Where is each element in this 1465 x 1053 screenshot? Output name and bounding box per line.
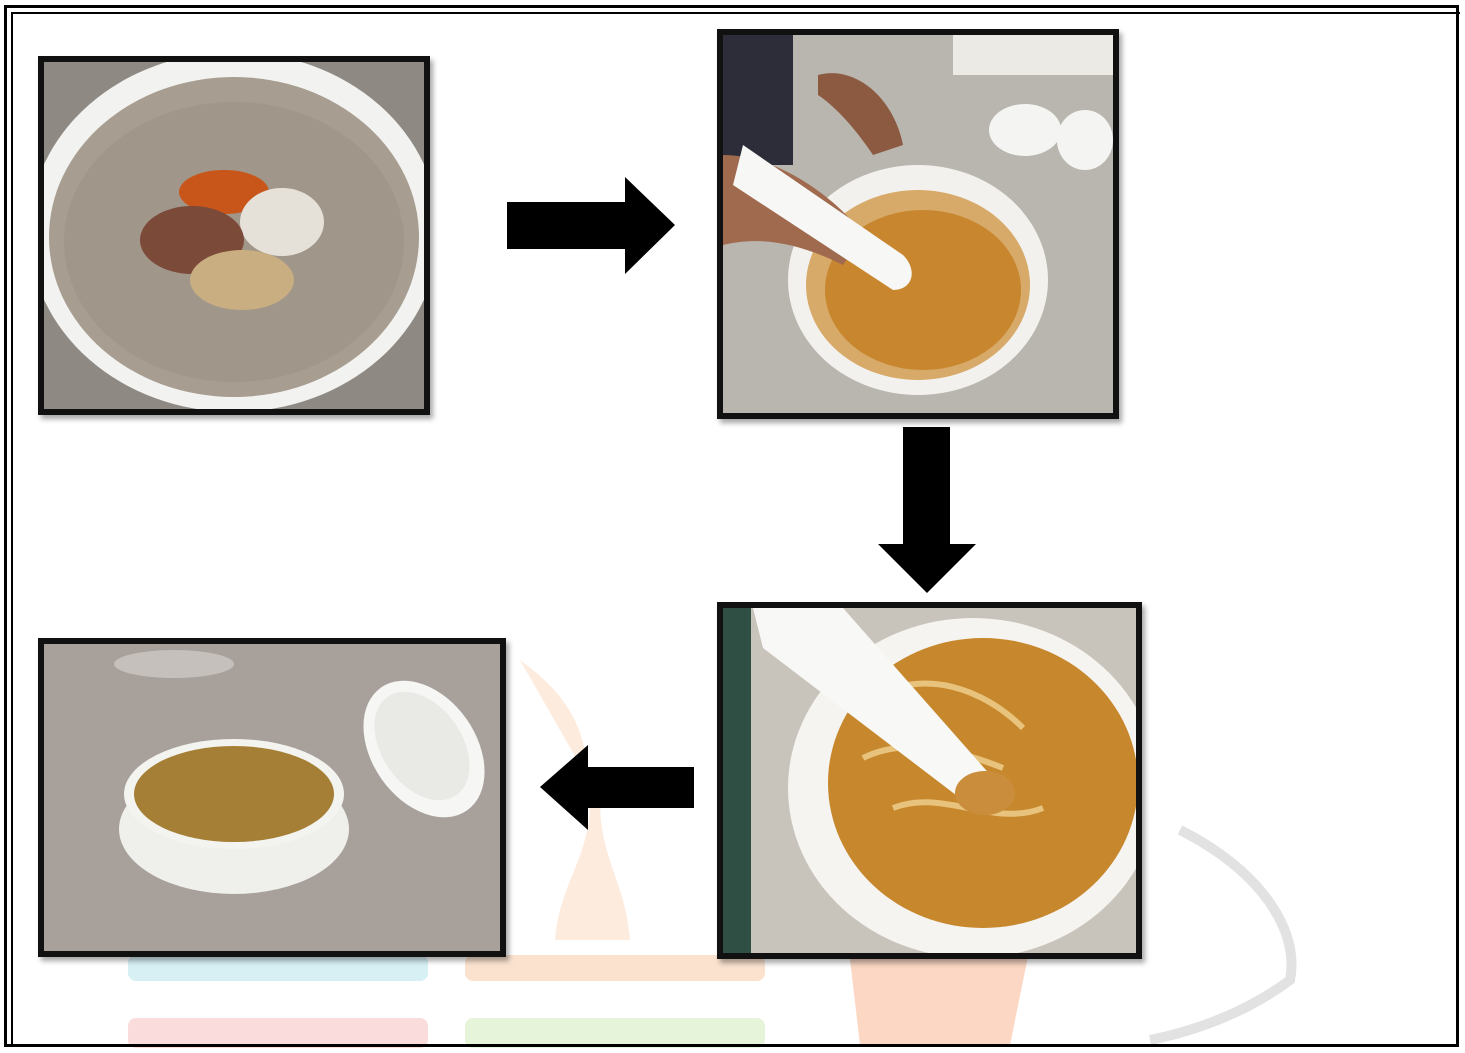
pestle-icon xyxy=(733,145,912,290)
stand-rod-icon xyxy=(723,608,751,953)
arrow-right-icon xyxy=(507,177,675,274)
arrow-left-icon xyxy=(540,745,694,830)
paste-icon xyxy=(134,746,334,842)
pestle-icon xyxy=(753,608,1000,811)
photo-step-1-spice-powders xyxy=(38,56,430,415)
figure-outer-border xyxy=(4,5,1459,1047)
photo-step-3-mixing-paste xyxy=(717,602,1142,959)
figure-inner-border xyxy=(11,12,1460,1047)
red-chili-powder-icon xyxy=(179,170,269,214)
white-powder-icon xyxy=(240,188,324,256)
arrow-down-icon xyxy=(878,427,976,593)
photo-step-4-paste-container xyxy=(38,638,506,957)
beige-powder-icon xyxy=(190,250,294,310)
jar-lid-icon xyxy=(989,104,1061,156)
hand-icon xyxy=(818,73,903,155)
photo-step-2-grinding-powder xyxy=(717,29,1119,419)
jar-icon xyxy=(1057,110,1113,170)
